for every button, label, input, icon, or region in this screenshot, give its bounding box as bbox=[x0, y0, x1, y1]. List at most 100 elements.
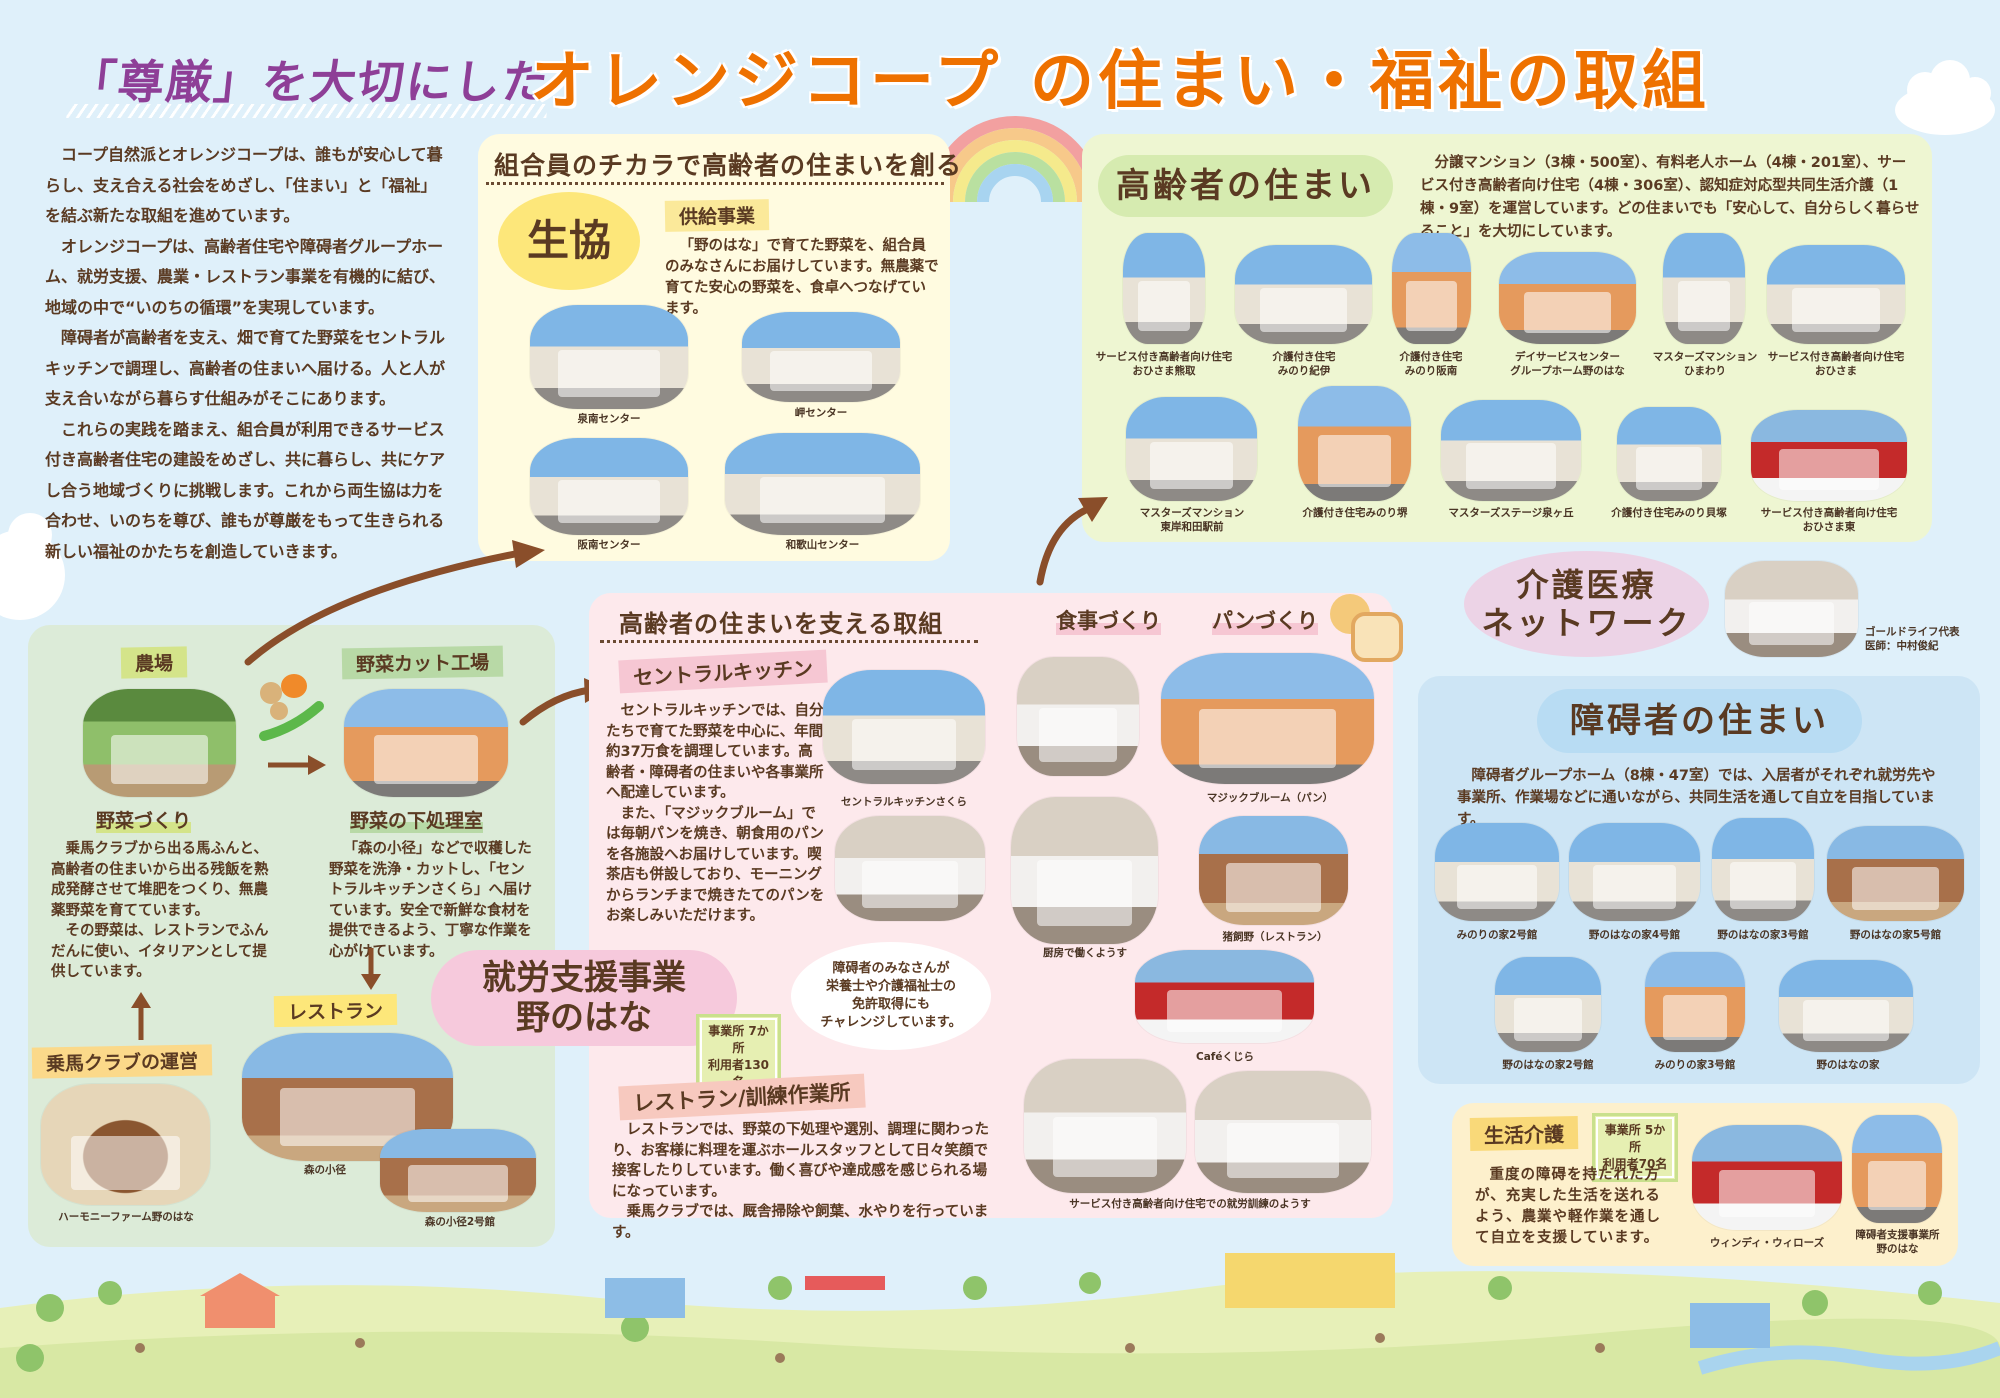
photo-caption: みのりの家2号館 bbox=[1456, 929, 1538, 941]
photo-sennan-center bbox=[530, 305, 688, 409]
coop-heading: 組合員のチカラで高齢者の住まいを創る bbox=[494, 151, 963, 180]
photo-elderly-8 bbox=[1298, 386, 1411, 501]
employment-support-heading: 就労支援事業 野のはな bbox=[431, 950, 737, 1046]
photo-disabled-1 bbox=[1435, 823, 1559, 921]
photo-caption: 介護付き住宅みのり堺 bbox=[1302, 507, 1408, 519]
coop-text: 「野のはな」で育てた野菜を、組合員のみなさんにお届けしています。無農薬で育てた安… bbox=[665, 238, 939, 317]
photo-cooking bbox=[1017, 657, 1139, 776]
cloud-decoration bbox=[0, 513, 65, 620]
photo-caption: デイサービスセンター グループホーム野のはな bbox=[1510, 351, 1625, 377]
photo-doctor bbox=[1725, 561, 1858, 657]
support-heading: 高齢者の住まいを支える取組 bbox=[619, 610, 944, 638]
vegetable-cut-factory-label: 野菜カット工場 bbox=[341, 645, 504, 680]
kitchen-paragraph: また、「マジックブルーム」では毎朝パンを焼き、朝食用のパンを各施設へお届けしてい… bbox=[606, 805, 825, 925]
photo-caption: 泉南センター bbox=[577, 413, 641, 425]
photo-caption: 野のはなの家 bbox=[1816, 1059, 1880, 1071]
page-title: の住まい・福祉の取組 bbox=[1030, 45, 1710, 119]
photo-caption: 介護付き住宅みのり貝塚 bbox=[1611, 507, 1727, 519]
photo-magic-bloom bbox=[1161, 653, 1374, 784]
photo-training-2 bbox=[1195, 1071, 1371, 1193]
photo-disabled-5 bbox=[1495, 957, 1601, 1052]
photo-caption: 野のはなの家5号館 bbox=[1849, 929, 1942, 941]
photo-misaki-center bbox=[742, 312, 900, 402]
photo-disabled-4 bbox=[1827, 826, 1964, 921]
intro-paragraph: オレンジコープは、高齢者住宅や障碍者グループホーム、就労支援、農業・レストラン事… bbox=[45, 236, 446, 317]
photo-elderly-1 bbox=[1123, 233, 1205, 344]
photo-caption: 厨房で働くようす bbox=[1043, 947, 1127, 959]
cut-factory-text: 「森の小径」などで収穫した野菜を洗浄・カットし、「セントラルキッチンさくら」へ届… bbox=[329, 841, 532, 960]
life-care-label: 生活介護 bbox=[1469, 1116, 1579, 1151]
coop-badge: 生協 bbox=[498, 192, 640, 290]
meal-making-label: 食事づくり bbox=[1056, 605, 1161, 635]
elderly-housing-text: 分譲マンション（3棟・500室）、有料老人ホーム（4棟・201室）、サービス付き… bbox=[1420, 155, 1920, 240]
care-network-heading: 介護医療 ネットワーク bbox=[1464, 551, 1709, 657]
photo-cafe-kujira bbox=[1135, 950, 1314, 1043]
photo-caption: 森の小径2号館 bbox=[424, 1216, 496, 1228]
challenge-cloud: 障碍者のみなさんが 栄養士や介護福祉士の 免許取得にも チャレンジしています。 bbox=[797, 948, 985, 1044]
vegetable-growing-heading: 野菜づくり bbox=[96, 806, 192, 833]
photo-horse bbox=[41, 1084, 210, 1205]
photo-caption: 猪飼野（レストラン） bbox=[1222, 931, 1328, 943]
photo-elderly-9 bbox=[1441, 400, 1581, 501]
photo-caption: サービス付き高齢者向け住宅 おひさま熊取 bbox=[1095, 351, 1233, 377]
photo-windy-willows bbox=[1692, 1125, 1842, 1230]
photo-kitchen-staff bbox=[835, 816, 985, 921]
photo-elderly-4 bbox=[1499, 252, 1636, 344]
photo-mori-no-komichi bbox=[242, 1033, 453, 1161]
central-kitchen-text: セントラルキッチンでは、自分たちで育てた野菜を中心に、年間約37万食を調理してい… bbox=[606, 701, 826, 927]
bread-icon bbox=[1330, 594, 1403, 662]
photo-caption: サービス付き高齢者向け住宅 おひさま東 bbox=[1760, 507, 1898, 533]
photo-caption: 阪南センター bbox=[577, 539, 641, 551]
photo-farm bbox=[83, 689, 236, 797]
farm-label: 農場 bbox=[120, 646, 188, 679]
photo-caption: 岬センター bbox=[794, 407, 848, 419]
photo-caption: 野のはなの家2号館 bbox=[1502, 1059, 1594, 1071]
training-paragraph: レストランでは、野菜の下処理や選別、調理に関わったり、お客様に料理を運ぶホールス… bbox=[612, 1122, 989, 1200]
arrow-right-icon bbox=[268, 755, 326, 775]
photo-elderly-5 bbox=[1663, 233, 1745, 344]
photo-caption: 和歌山センター bbox=[785, 539, 860, 551]
photo-caption: ゴールドライフ代表 医師：中村俊紀 bbox=[1865, 626, 1960, 652]
intro-text: コープ自然派とオレンジコープは、誰もが安心して暮らし、支え合える社会をめざし、「… bbox=[45, 140, 450, 567]
photo-support-office bbox=[1852, 1115, 1942, 1223]
photo-caption: ウィンディ・ウィローズ bbox=[1709, 1237, 1825, 1249]
photo-caption: サービス付き高齢者向け住宅での就労訓練のようす bbox=[1069, 1198, 1311, 1210]
divider bbox=[486, 182, 944, 185]
training-paragraph: 乗馬クラブでは、厩舎掃除や飼葉、水やりを行っています。 bbox=[612, 1204, 989, 1241]
photo-caption: セントラルキッチンさくら bbox=[841, 796, 967, 808]
disabled-housing-text: 障碍者グループホーム（8棟・47室）では、入居者がそれぞれ就労先や事業所、作業場… bbox=[1457, 768, 1936, 828]
photo-cooking-2 bbox=[1011, 797, 1158, 944]
divider bbox=[600, 640, 978, 643]
photo-caption: 介護付き住宅 みのり紀伊 bbox=[1272, 351, 1336, 377]
vegetables-icon bbox=[259, 674, 324, 741]
photo-caption: Caféくじら bbox=[1196, 1051, 1254, 1063]
photo-caption: 介護付き住宅 みのり阪南 bbox=[1399, 351, 1463, 377]
photo-elderly-3 bbox=[1392, 233, 1471, 344]
photo-caption: 障碍者支援事業所 野のはな bbox=[1855, 1229, 1940, 1255]
farm-paragraph: 乗馬クラブから出る馬ふんと、高齢者の住まいから出る残飯を熟成発酵させて堆肥をつく… bbox=[51, 841, 269, 919]
disabled-housing-heading: 障碍者の住まい bbox=[1537, 689, 1862, 753]
photo-elderly-11 bbox=[1751, 410, 1907, 501]
title-brand: オレンジコープ bbox=[530, 45, 1003, 119]
town-illustration bbox=[0, 1253, 2000, 1398]
photo-disabled-3 bbox=[1712, 818, 1814, 921]
prep-room-heading: 野菜の下処理室 bbox=[350, 806, 484, 833]
title-subtitle: 「尊厳」を大切にした bbox=[66, 46, 554, 118]
intro-paragraph: 障碍者が高齢者を支え、畑で育てた野菜をセントラルキッチンで調理し、高齢者の住まい… bbox=[45, 328, 446, 408]
photo-caption: サービス付き高齢者向け住宅 おひさま bbox=[1767, 351, 1905, 377]
photo-elderly-7 bbox=[1126, 397, 1257, 501]
photo-elderly-10 bbox=[1617, 407, 1721, 501]
kitchen-paragraph: セントラルキッチンでは、自分たちで育てた野菜を中心に、年間約37万食を調理してい… bbox=[606, 703, 824, 801]
restaurant-label: レストラン bbox=[273, 993, 398, 1028]
photo-caption: マスターズステージ泉ヶ丘 bbox=[1448, 507, 1574, 519]
intro-paragraph: これらの実践を踏まえ、組合員が利用できるサービス付き高齢者住宅の建設をめざし、共… bbox=[45, 419, 446, 561]
arrow-up-icon bbox=[131, 992, 151, 1040]
arrow-down-icon bbox=[361, 948, 381, 990]
photo-elderly-2 bbox=[1235, 245, 1372, 344]
life-care-text: 重度の障碍を持たれた方が、充実した生活を送れるよう、農業や軽作業を通して自立を支… bbox=[1475, 1167, 1661, 1246]
photo-caption: 野のはなの家3号館 bbox=[1717, 929, 1809, 941]
photo-caption: みのりの家3号館 bbox=[1654, 1059, 1736, 1071]
photo-ikaino bbox=[1199, 816, 1348, 925]
farm-text: 乗馬クラブから出る馬ふんと、高齢者の住まいから出る残飯を熟成発酵させて堆肥をつく… bbox=[51, 839, 276, 983]
life-care-badge: 事業所 5か所 利用者70名 bbox=[1592, 1113, 1678, 1182]
